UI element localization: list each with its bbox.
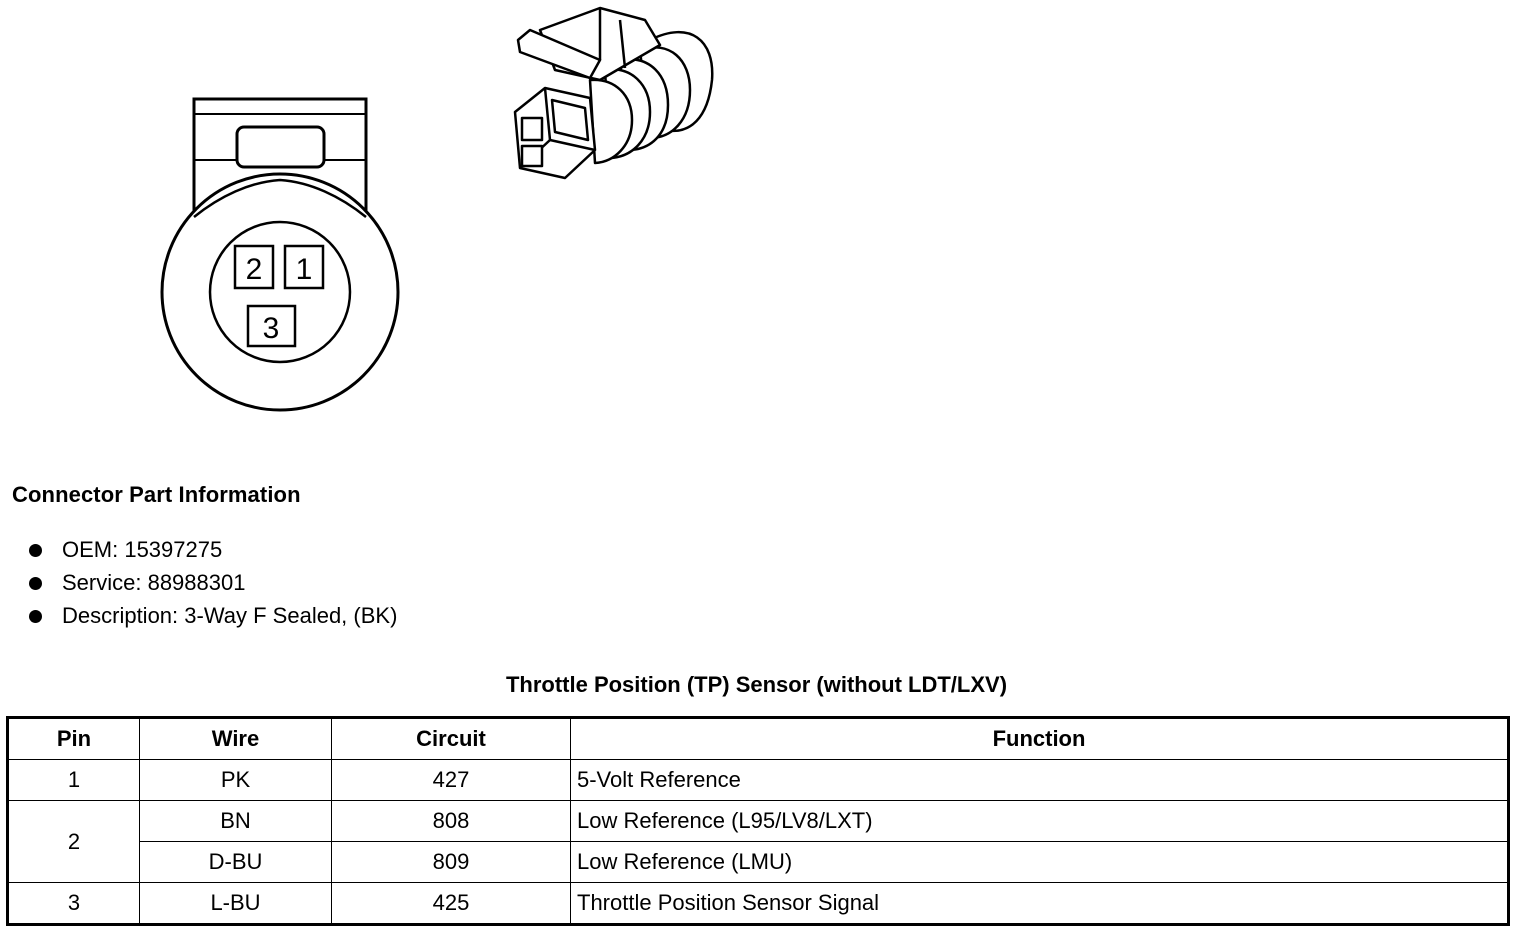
table-header-row: Pin Wire Circuit Function [7, 717, 1509, 760]
pin-cell: 2 [7, 800, 140, 883]
connector-description: Description: 3-Way F Sealed, (BK) [62, 603, 398, 628]
column-header-circuit: Circuit [331, 717, 571, 760]
wire-cell: L-BU [139, 882, 332, 925]
bullet-icon [29, 610, 42, 623]
table-title: Throttle Position (TP) Sensor (without L… [505, 672, 1008, 697]
part-info-list: OEM: 15397275 Service: 88988301 Descript… [26, 536, 397, 635]
pin-cavity-3-label: 3 [263, 312, 280, 345]
wire-cell: BN [139, 800, 332, 842]
circuit-cell: 425 [331, 882, 571, 925]
table-row: 2 BN 808 Low Reference (L95/LV8/LXT) [7, 800, 1509, 883]
table-row: 1 PK 427 5-Volt Reference [7, 759, 1509, 801]
pin-cell: 1 [7, 759, 140, 801]
pin-cavity-2-label: 2 [246, 253, 263, 286]
circuit-cell: 427 [331, 759, 571, 801]
part-info-heading: Connector Part Information [12, 482, 301, 507]
connector-face-diagram: 2 1 3 [160, 97, 400, 412]
service-number: Service: 88988301 [62, 570, 246, 595]
table-row: D-BU 809 Low Reference (LMU) [8, 841, 1509, 883]
function-cell: Low Reference (L95/LV8/LXT) [570, 800, 1509, 842]
wire-cell: PK [139, 759, 332, 801]
circuit-cell: 808 [331, 800, 571, 842]
function-cell: Low Reference (LMU) [570, 841, 1509, 883]
wire-cell: D-BU [139, 841, 332, 883]
pinout-table: Pin Wire Circuit Function 1 PK 427 5-Vol… [6, 716, 1510, 926]
function-cell: Throttle Position Sensor Signal [570, 882, 1509, 925]
list-item: Description: 3-Way F Sealed, (BK) [26, 602, 397, 635]
pin-cell: 3 [7, 882, 140, 925]
list-item: Service: 88988301 [26, 569, 397, 602]
column-header-function: Function [570, 717, 1509, 760]
column-header-pin: Pin [7, 717, 140, 760]
list-item: OEM: 15397275 [26, 536, 397, 569]
pin-cavity-1-label: 1 [296, 253, 313, 286]
circuit-cell: 809 [331, 841, 571, 883]
oem-number: OEM: 15397275 [62, 537, 223, 562]
bullet-icon [29, 544, 42, 557]
table-row: 3 L-BU 425 Throttle Position Sensor Sign… [7, 882, 1509, 925]
bullet-icon [29, 577, 42, 590]
column-header-wire: Wire [139, 717, 332, 760]
function-cell: 5-Volt Reference [570, 759, 1509, 801]
connector-isometric-illustration [513, 6, 714, 180]
